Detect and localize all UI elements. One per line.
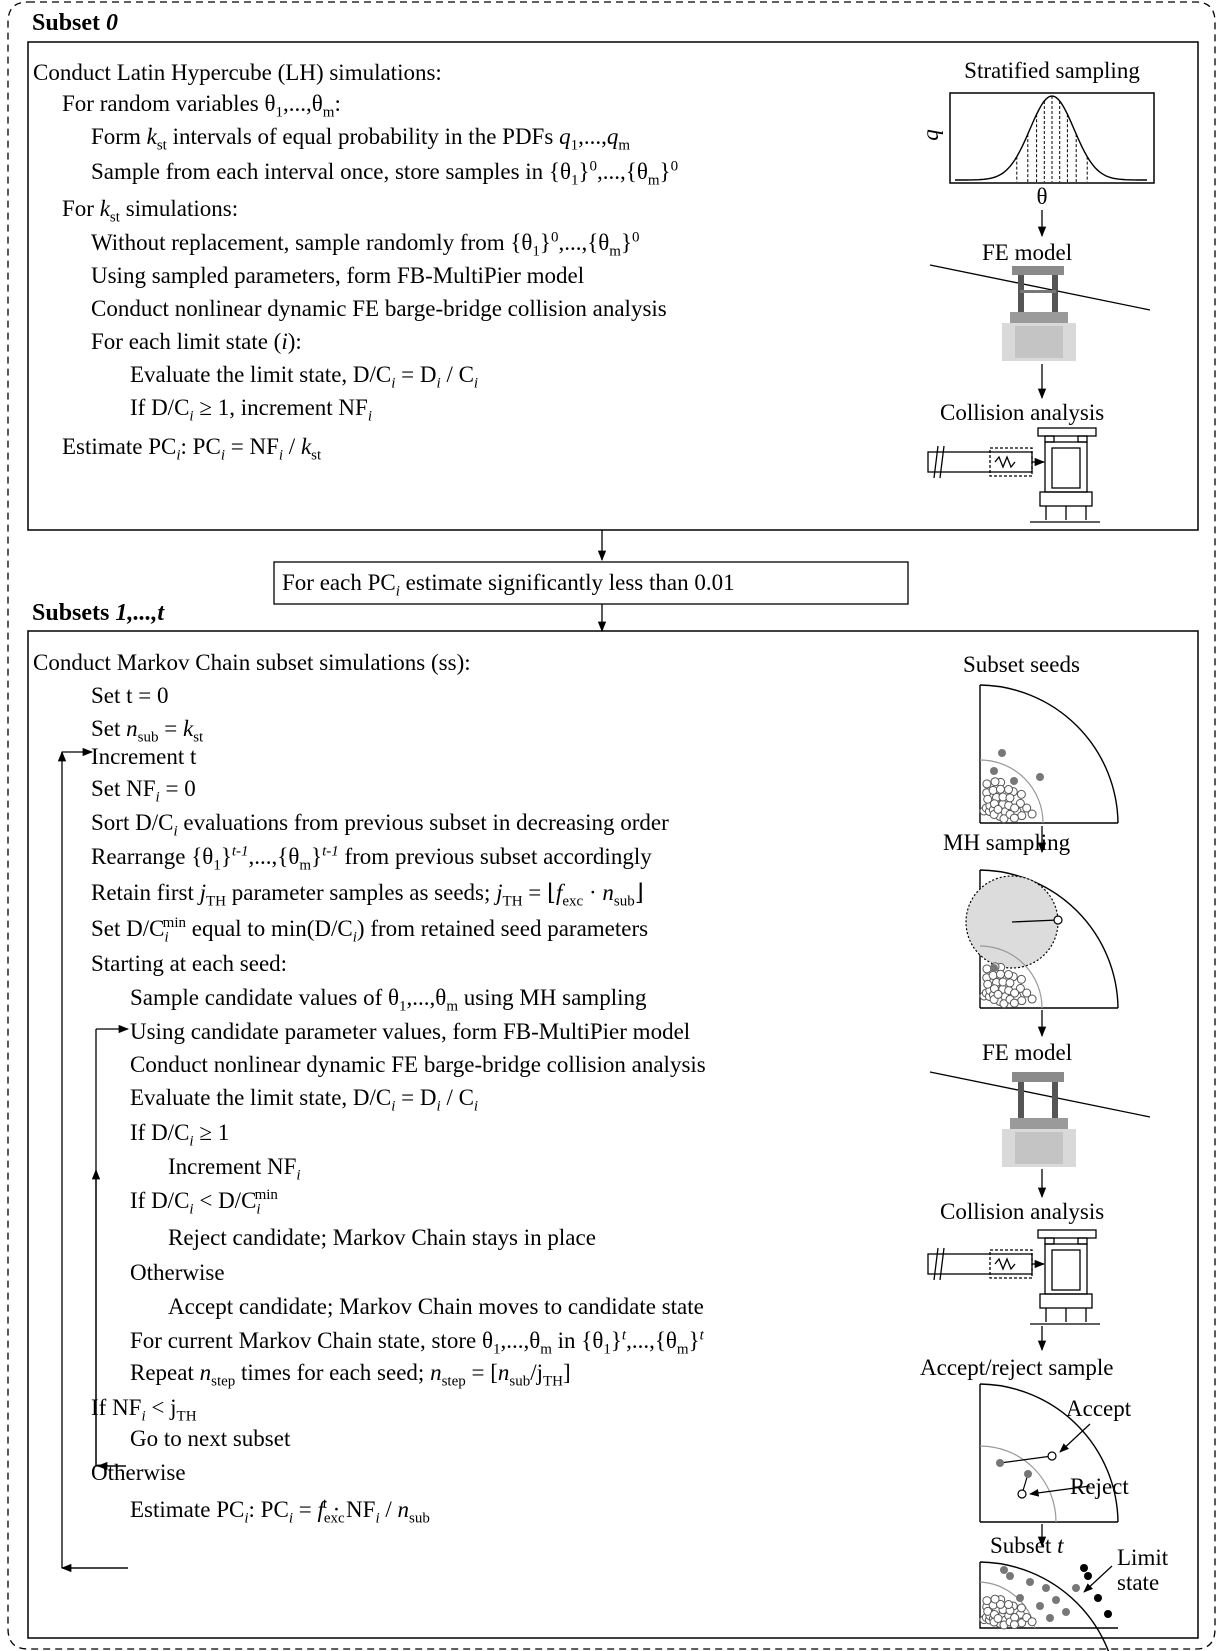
ss-line-13: Conduct nonlinear dynamic FE barge-bridg… [130, 1052, 706, 1077]
fe-model-label-1: FE model [982, 240, 1073, 266]
ss-line-24: Go to next subset [130, 1426, 291, 1451]
ss-line-2: Set t = 0 [91, 683, 169, 708]
condition-text: For each PCi estimate significantly less… [282, 570, 735, 600]
collision-analysis-label-1: Collision analysis [940, 400, 1105, 425]
subset0-line-1: Conduct Latin Hypercube (LH) simulations… [33, 60, 442, 85]
subset0-line-2: For random variables θ1,...,θm: [62, 91, 341, 121]
subset0-line-7: Using sampled parameters, form FB-MultiP… [91, 263, 585, 288]
ss-line-22: Repeat nstep times for each seed; nstep … [130, 1360, 571, 1390]
ss-line-10: Starting at each seed: [91, 951, 288, 976]
subset0-line-4: Sample from each interval once, store sa… [91, 158, 679, 189]
subset0-line-11: If D/Ci ≥ 1, increment NFi [130, 395, 372, 425]
ss-line-15: If D/Ci ≥ 1 [130, 1120, 230, 1150]
ss-line-4: Increment t [91, 744, 197, 769]
subset-seeds-figure [979, 684, 1119, 824]
outer-dashed-border [7, 1, 1216, 1650]
ss-line-19: Otherwise [130, 1260, 225, 1285]
ss-line-23: If NFi < jTH [91, 1395, 197, 1425]
subset-seeds-label: Subset seeds [963, 652, 1080, 678]
ss-line-8: Retain first jTH parameter samples as se… [91, 880, 644, 910]
collision-figure-2 [927, 1229, 1100, 1352]
ss-line-26: Estimate PCi: PCi = fexct · NFi / nsub [130, 1496, 430, 1527]
subset0-header: Subset 0 [32, 10, 119, 36]
ss-line-18: Reject candidate; Markov Chain stays in … [168, 1225, 596, 1250]
subset0-line-6: Without replacement, sample randomly fro… [91, 229, 640, 260]
q-axis-label: q [918, 129, 943, 141]
reject-label: Reject [1070, 1474, 1129, 1499]
subset0-line-8: Conduct nonlinear dynamic FE barge-bridg… [91, 296, 667, 321]
mh-sampling-figure [965, 869, 1119, 1009]
accept-label: Accept [1066, 1396, 1132, 1421]
ss-line-20: Accept candidate; Markov Chain moves to … [168, 1294, 704, 1319]
ss-line-12: Using candidate parameter values, form F… [130, 1019, 691, 1044]
subsets-header: Subsets 1,...,t [32, 600, 165, 626]
stratified-sampling-label: Stratified sampling [964, 58, 1140, 83]
collision-figure-1 [927, 427, 1100, 523]
ss-line-6: Sort D/Ci evaluations from previous subs… [91, 810, 669, 840]
subset0-box [27, 41, 1199, 531]
ss-line-5: Set NFi = 0 [91, 776, 196, 806]
ss-line-11: Sample candidate values of θ1,...,θm usi… [130, 985, 647, 1015]
accept-reject-label: Accept/reject sample [920, 1355, 1114, 1381]
fe-model-figure-2 [929, 1071, 1151, 1167]
ss-line-17: If D/Ci < D/Cimin [130, 1187, 278, 1218]
subset-t-figure [979, 1561, 1118, 1651]
ss-line-21: For current Markov Chain state, store θ1… [130, 1327, 704, 1358]
ss-line-16: Increment NFi [168, 1154, 301, 1184]
collision-analysis-label-2: Collision analysis [940, 1199, 1105, 1224]
mh-sampling-label: MH sampling [943, 830, 1071, 855]
ss-line-25: Otherwise [91, 1460, 186, 1485]
subset0-line-10: Evaluate the limit state, D/Ci = Di / Ci [130, 362, 479, 392]
fe-model-figure-1 [929, 264, 1151, 361]
accept-reject-figure [979, 1383, 1119, 1523]
inner-loop [91, 1024, 130, 1471]
ss-line-9: Set D/Cimin equal to min(D/Ci) from reta… [91, 915, 649, 946]
theta-axis-label: θ [1036, 184, 1048, 209]
subset0-line-9: For each limit state (i): [91, 329, 302, 354]
ss-line-14: Evaluate the limit state, D/Ci = Di / Ci [130, 1085, 479, 1115]
ss-line-1: Conduct Markov Chain subset simulations … [33, 650, 471, 675]
condition-box [273, 561, 909, 605]
outer-loop [57, 747, 128, 1573]
ss-line-7: Rearrange {θ1}t-1,...,{θm}t-1 from previ… [91, 843, 652, 874]
ss-line-3: Set nsub = kst [91, 716, 204, 746]
subset0-line-12: Estimate PCi: PCi = NFi / kst [62, 434, 322, 464]
subset0-line-3: Form kst intervals of equal probability … [91, 124, 630, 154]
subset-t-label: Subset t [990, 1533, 1064, 1558]
subset0-line-5: For kst simulations: [62, 196, 239, 226]
limit-state-label-2: state [1117, 1570, 1160, 1595]
fe-model-label-2: FE model [982, 1040, 1073, 1066]
subsets-box [27, 630, 1199, 1639]
limit-state-label-1: Limit [1117, 1545, 1169, 1570]
stratified-sampling-figure [949, 92, 1155, 184]
